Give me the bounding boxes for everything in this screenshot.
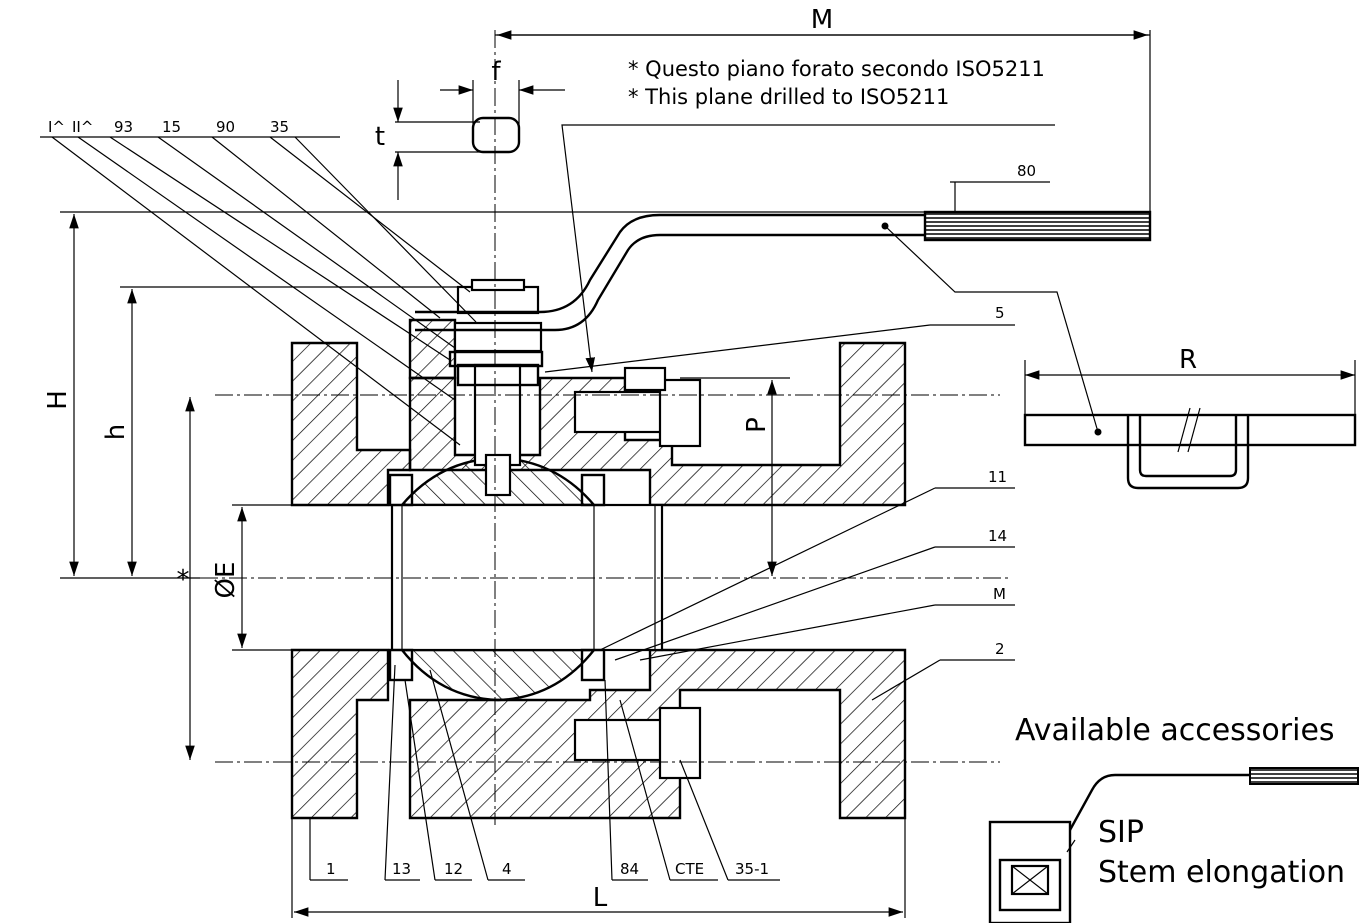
- callout-leaders-top: [40, 136, 477, 446]
- lever-handle: [415, 210, 1152, 332]
- callout-II: II^: [72, 118, 93, 136]
- accessories-title: Available accessories: [1015, 713, 1335, 748]
- ball-lower: [399, 648, 597, 702]
- dim-f: f: [491, 57, 501, 87]
- end-cap-upper: [290, 341, 412, 507]
- dim-h: h: [101, 424, 131, 440]
- callout-15: 15: [162, 118, 181, 136]
- dim-L: L: [593, 883, 608, 913]
- callout-35: 35: [270, 118, 289, 136]
- callout-1: 1: [326, 860, 336, 878]
- dim-H: H: [43, 390, 73, 410]
- callout-4: 4: [502, 860, 512, 878]
- accessory-stem: Stem elongation: [1098, 855, 1345, 890]
- stem-key: [471, 116, 521, 154]
- callout-90: 90: [216, 118, 235, 136]
- seat-right-lower: [580, 648, 606, 682]
- dim-star: *: [177, 565, 190, 595]
- dim-t: t: [375, 122, 385, 152]
- end-cap-lower: [290, 648, 390, 820]
- nut-lower: [658, 706, 702, 780]
- dim-E: ØE: [211, 562, 241, 599]
- dim-M: M: [811, 5, 833, 35]
- callout-12: 12: [444, 860, 463, 878]
- callout-I: I^: [48, 118, 65, 136]
- callout-leaders-right: [544, 181, 1099, 701]
- seat-left-upper: [388, 473, 414, 507]
- callout-M: M: [993, 585, 1006, 603]
- callout-2: 2: [995, 640, 1005, 658]
- callout-35-1: 35-1: [735, 860, 769, 878]
- seat-right-upper: [580, 473, 606, 507]
- note-iso-en: * This plane drilled to ISO5211: [628, 85, 949, 109]
- callout-5: 5: [995, 304, 1005, 322]
- stem: [448, 278, 544, 497]
- callout-11: 11: [988, 468, 1007, 486]
- dim-P: P: [742, 417, 772, 433]
- accessory-sip: SIP: [1098, 815, 1144, 850]
- lever-top-view: [1023, 360, 1357, 490]
- nut-upper: [658, 378, 702, 448]
- nut-cap-upper: [623, 366, 667, 392]
- lock-nut: [453, 321, 543, 353]
- note-iso-it: * Questo piano forato secondo ISO5211: [628, 57, 1045, 81]
- callout-93: 93: [114, 118, 133, 136]
- dim-R: R: [1179, 345, 1197, 375]
- callout-84: 84: [620, 860, 639, 878]
- callout-80: 80: [1017, 162, 1036, 180]
- callout-13: 13: [392, 860, 411, 878]
- grip: [923, 210, 1152, 242]
- callout-leaders-bottom: [309, 664, 780, 881]
- callout-CTE: CTE: [675, 860, 704, 878]
- sip-accessory: [988, 767, 1359, 923]
- seat-left-lower: [388, 648, 414, 682]
- callout-14: 14: [988, 527, 1007, 545]
